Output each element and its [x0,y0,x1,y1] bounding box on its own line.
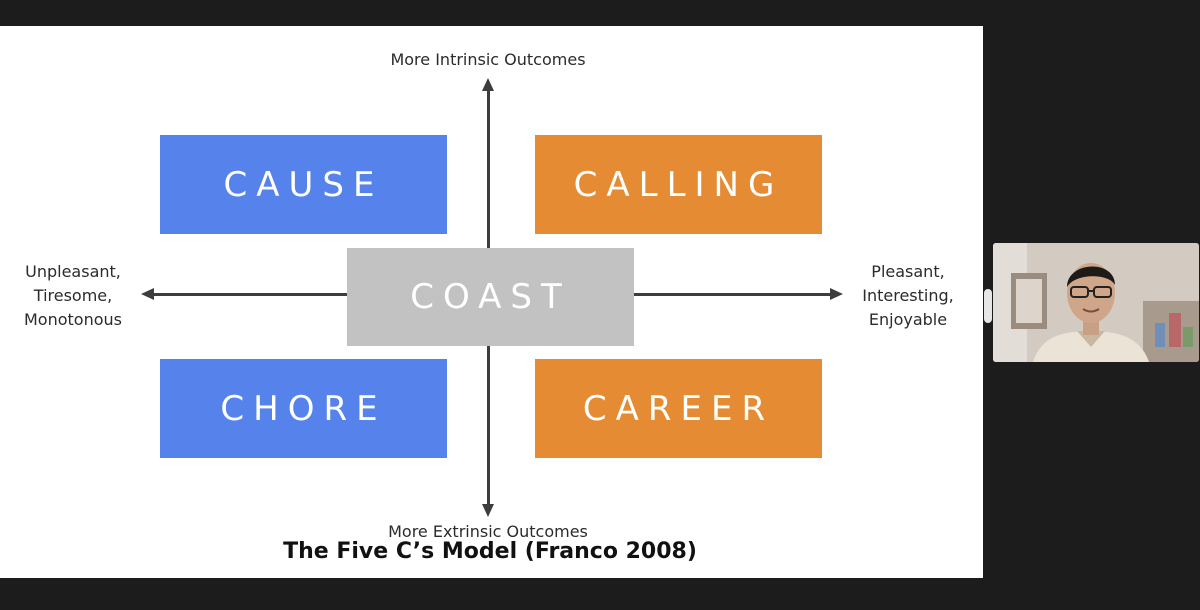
slide-title: The Five C’s Model (Franco 2008) [283,539,697,564]
box-cause: CAUSE [160,135,447,234]
axis-label-top: More Intrinsic Outcomes [390,50,586,69]
axis-label-left-line: Unpleasant, [25,262,121,281]
axis-label-right: Pleasant, Interesting, Enjoyable [846,260,970,332]
arrow-down-icon [482,504,494,517]
box-calling: CALLING [535,135,822,234]
person-video-icon [993,243,1199,362]
panel-resize-handle[interactable] [984,289,992,323]
shared-slide: More Intrinsic Outcomes More Extrinsic O… [0,26,983,578]
axis-label-right-line: Interesting, [862,286,954,305]
arrow-right-icon [830,288,843,300]
arrow-left-icon [141,288,154,300]
participant-video-tile[interactable] [993,243,1199,362]
axis-label-left-line: Monotonous [24,310,122,329]
axis-label-left: Unpleasant, Tiresome, Monotonous [10,260,136,332]
box-coast: COAST [347,248,634,346]
axis-label-bottom: More Extrinsic Outcomes [388,522,588,541]
axis-label-right-line: Enjoyable [868,310,948,329]
axis-label-left-line: Tiresome, [33,286,113,305]
box-career: CAREER [535,359,822,458]
axis-label-right-line: Pleasant, [871,262,945,281]
box-chore: CHORE [160,359,447,458]
arrow-up-icon [482,78,494,91]
